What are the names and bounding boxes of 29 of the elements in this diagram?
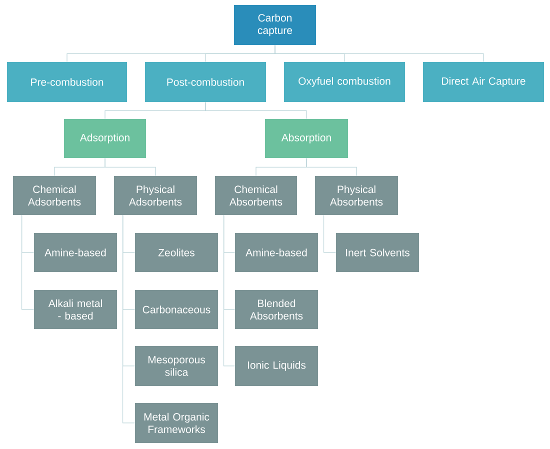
item-box: Ionic Liquids: [235, 346, 318, 386]
item-box: Blended Absorbents: [235, 290, 318, 329]
item-box: Alkali metal - based: [34, 290, 117, 329]
item-box: Carbonaceous: [135, 290, 218, 329]
item-box: Amine-based: [235, 233, 318, 272]
connector-line: [205, 102, 307, 120]
item-box: Metal Organic Frameworks: [135, 402, 218, 443]
category-box: Oxyfuel combustion: [284, 62, 405, 102]
connector-line: [224, 214, 236, 366]
category-box: Post-combustion: [145, 62, 266, 102]
category-box: Physical Adsorbents: [114, 176, 197, 215]
category-box: Chemical Absorbents: [215, 176, 297, 215]
category-box: Absorption: [265, 119, 348, 158]
category-box: Direct Air Capture: [423, 62, 544, 102]
category-box: Adsorption: [64, 119, 146, 158]
category-box: Pre-combustion: [7, 62, 127, 102]
connector-line: [324, 214, 336, 253]
item-box: Inert Solvents: [336, 233, 419, 272]
item-box: Zeolites: [135, 233, 218, 272]
connector-line: [104, 158, 156, 176]
category-box: Chemical Adsorbents: [13, 176, 96, 215]
item-box: Mesoporous silica: [135, 346, 218, 386]
connector-line: [306, 158, 357, 176]
category-box: Physical Absorbents: [315, 176, 398, 215]
connector-line: [274, 44, 484, 62]
connector-line: [122, 214, 136, 424]
item-box: Amine-based: [34, 233, 117, 272]
connector-line: [22, 214, 34, 310]
category-box: Carbon capture: [234, 5, 316, 45]
